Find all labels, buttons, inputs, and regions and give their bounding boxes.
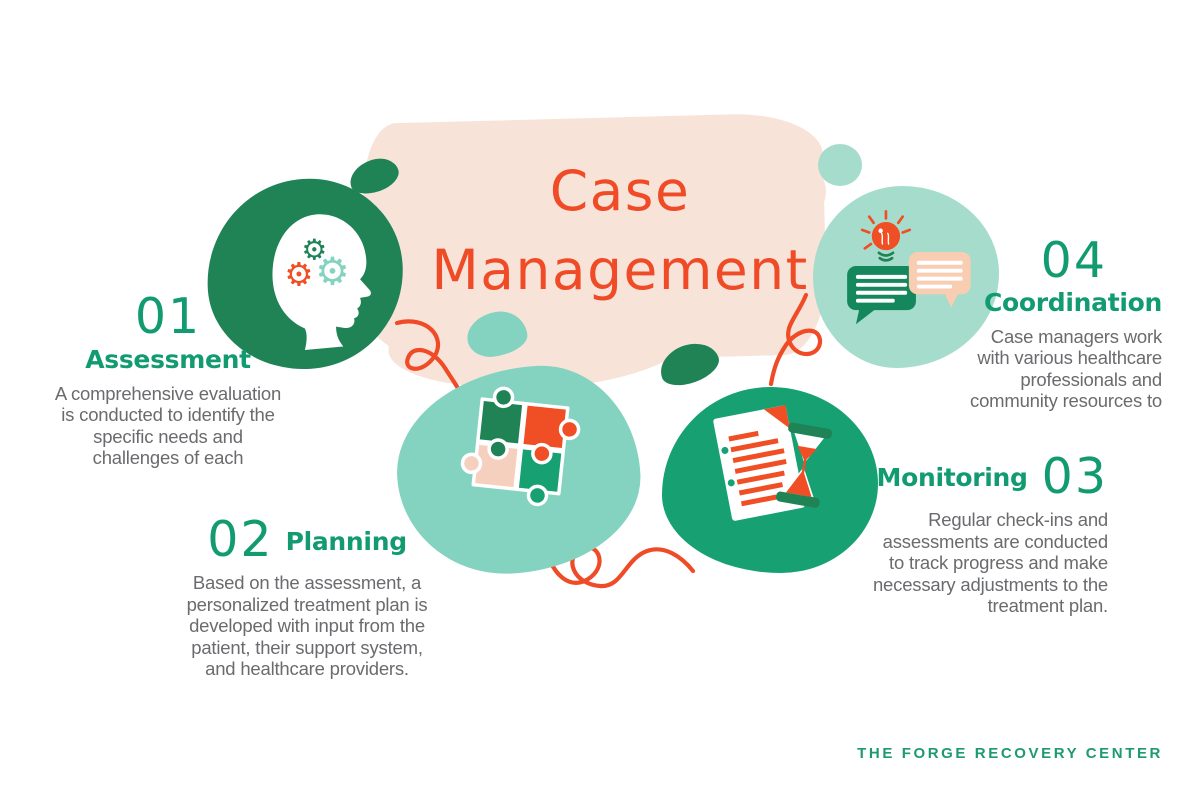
desc-line: personalized treatment plan is — [186, 593, 428, 615]
page-title: Case Management — [385, 152, 855, 310]
step-assessment: 01 Assessment A comprehensive evaluation… — [38, 292, 298, 469]
desc-line: to track progress and make — [889, 552, 1108, 573]
desc-line: necessary adjustments to the — [872, 573, 1108, 595]
desc-line: treatment plan. — [987, 595, 1109, 616]
gear-icon-mint: ⚙ — [315, 250, 349, 295]
desc-line: Case managers work — [990, 325, 1162, 347]
step-coordination: 04 Coordination Case managers work with … — [900, 236, 1162, 412]
step-description: Based on the assessment, a personalized … — [152, 572, 462, 680]
title-line-1: Case — [549, 159, 691, 223]
head-gears-icon: ⚙ ⚙ ⚙ — [272, 214, 371, 351]
blob-planning — [391, 360, 646, 580]
desc-line: assessments are conducted — [882, 530, 1109, 552]
desc-line: patient, their support system, — [191, 636, 423, 658]
desc-line: challenges of each — [92, 447, 244, 469]
step-description: Case managers work with various healthca… — [900, 326, 1162, 412]
lightbulb-rays — [860, 210, 912, 250]
step-label: Assessment — [85, 345, 251, 374]
step-label: Planning — [285, 527, 408, 557]
gear-icon-orange: ⚙ — [284, 255, 313, 293]
gear-icon-green: ⚙ — [302, 232, 328, 266]
step-number: 03 — [1041, 448, 1108, 505]
desc-line: Based on the assessment, a — [192, 572, 422, 593]
lightbulb-icon — [871, 221, 901, 251]
hourglass-icon — [776, 422, 832, 508]
step-description: A comprehensive evaluation is conducted … — [38, 383, 298, 469]
puzzle-icon — [460, 386, 581, 507]
title-line-2: Management — [431, 238, 809, 302]
desc-line: is conducted to identify the — [61, 404, 275, 426]
step-label: Coordination — [983, 288, 1162, 317]
step-number: 01 — [134, 288, 202, 345]
blob-coordination — [813, 186, 999, 368]
step-description: Regular check-ins and assessments are co… — [812, 509, 1108, 617]
desc-line: professionals and — [1020, 368, 1162, 390]
desc-line: specific needs and — [93, 425, 243, 447]
step-number: 04 — [1040, 232, 1107, 289]
step-label: Monitoring — [876, 463, 1028, 493]
blob-assessment: ⚙ ⚙ ⚙ — [200, 172, 410, 376]
desc-line: Regular check-ins and — [928, 509, 1108, 530]
desc-line: community resources to — [970, 390, 1162, 412]
desc-line: A comprehensive evaluation — [54, 382, 282, 404]
step-number: 02 — [207, 511, 274, 568]
deco-mint-circle — [818, 144, 862, 186]
step-monitoring: Monitoring 03 Regular check-ins and asse… — [812, 452, 1108, 617]
desc-line: developed with input from the — [189, 615, 425, 636]
desc-line: with various healthcare — [977, 347, 1162, 369]
lightbulb-chat-icon — [847, 210, 971, 325]
brand-footer: THE FORGE RECOVERY CENTER — [857, 745, 1163, 762]
blob-monitoring — [662, 387, 878, 573]
desc-line: and healthcare providers. — [205, 658, 409, 679]
document-hourglass-icon — [713, 405, 832, 521]
chat-bubble-green — [847, 266, 916, 325]
chat-bubble-peach — [908, 251, 971, 308]
step-planning: 02 Planning Based on the assessment, a p… — [152, 515, 462, 680]
